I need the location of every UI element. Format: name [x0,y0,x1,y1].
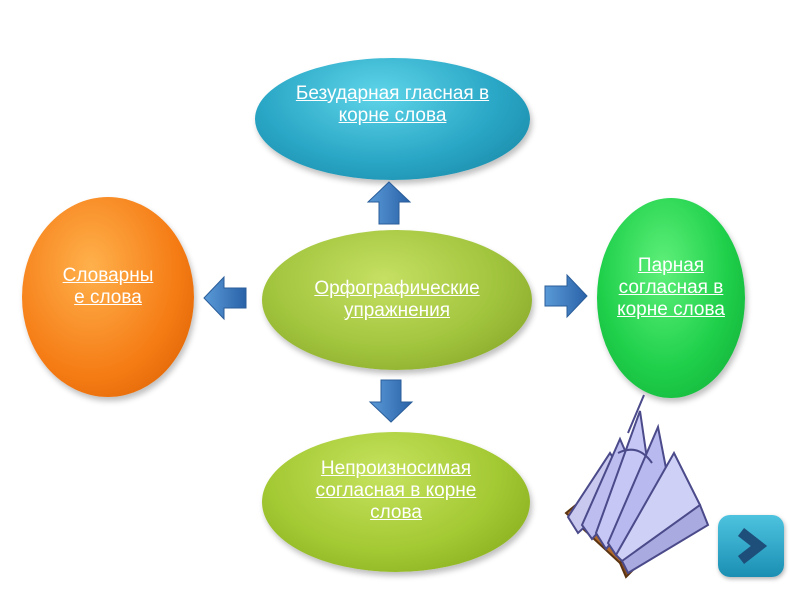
arrow-right-icon [544,273,588,319]
node-dictionary-words: Словарные слова [22,197,194,397]
open-book-icon [564,394,710,579]
link-paired-consonant[interactable]: Парная согласная в корне слова [617,255,725,320]
link-unpronounceable-consonant[interactable]: Непроизносимая согласная в корне слова [315,458,477,523]
arrow-left-icon [203,275,247,321]
arrow-up-icon [366,181,412,225]
node-paired-consonant: Парная согласная в корне слова [597,198,745,398]
node-unstressed-vowel: Безударная гласная в корне слова [255,58,530,180]
link-dictionary-words[interactable]: Словарные слова [62,265,154,308]
node-unpronounceable-consonant: Непроизносимая согласная в корне слова [262,432,530,572]
chevron-right-icon [737,528,768,564]
link-unstressed-vowel[interactable]: Безударная гласная в корне слова [295,83,490,126]
next-button[interactable] [718,515,784,577]
node-spelling-exercises: Орфографические упражнения [262,230,532,370]
link-spelling-exercises[interactable]: Орфографические упражнения [314,278,480,321]
arrow-down-icon [368,379,414,423]
